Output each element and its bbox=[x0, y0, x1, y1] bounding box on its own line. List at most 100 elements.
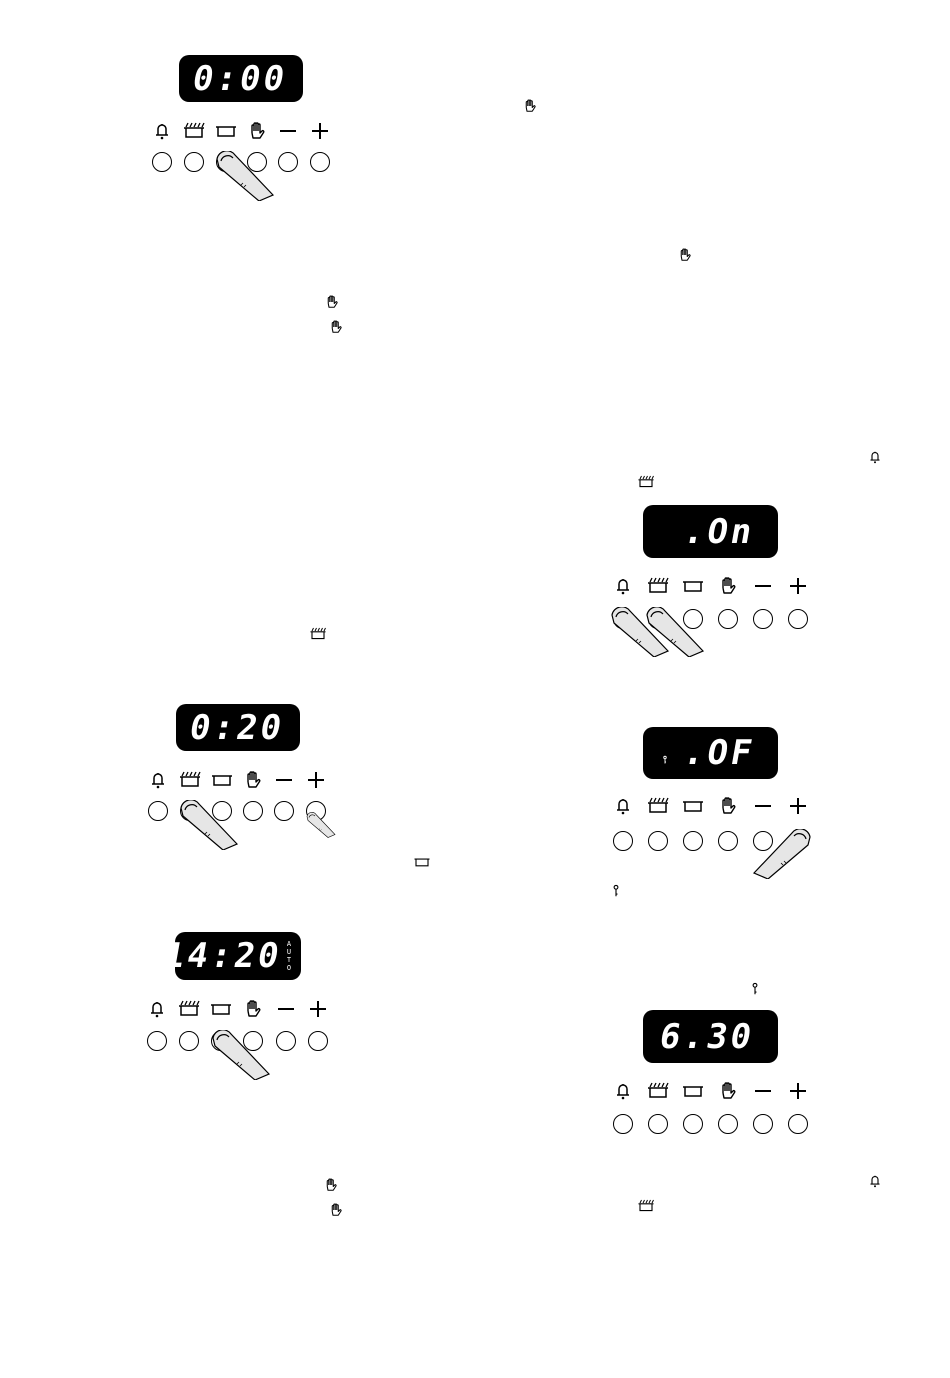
hand-icon bbox=[241, 769, 265, 791]
grill-icon bbox=[177, 998, 201, 1020]
plus-button[interactable] bbox=[306, 801, 326, 821]
plus-icon bbox=[786, 575, 810, 597]
hand-icon bbox=[327, 318, 345, 336]
grill-button[interactable] bbox=[648, 609, 668, 629]
minus-button[interactable] bbox=[276, 1031, 296, 1051]
minus-button[interactable] bbox=[274, 801, 294, 821]
hand-icon bbox=[323, 293, 341, 311]
timer-button[interactable] bbox=[148, 801, 168, 821]
bell-icon bbox=[611, 1080, 635, 1102]
plus-button[interactable] bbox=[310, 152, 330, 172]
display-readout: 14:20 bbox=[160, 936, 284, 976]
bell-icon bbox=[145, 998, 169, 1020]
grill-button[interactable] bbox=[184, 152, 204, 172]
hand-icon bbox=[322, 1176, 340, 1194]
plus-icon bbox=[786, 795, 810, 817]
pot-icon bbox=[210, 769, 234, 791]
cooking-time-button[interactable] bbox=[216, 152, 236, 172]
cooking-time-button[interactable] bbox=[212, 801, 232, 821]
hand-icon bbox=[716, 575, 740, 597]
plus-button[interactable] bbox=[788, 1114, 808, 1134]
display-screen: .On bbox=[643, 505, 778, 558]
minus-icon bbox=[274, 998, 298, 1020]
timer-button[interactable] bbox=[613, 831, 633, 851]
plus-button[interactable] bbox=[308, 1031, 328, 1051]
hand-icon bbox=[245, 120, 269, 142]
cooking-time-button[interactable] bbox=[683, 831, 703, 851]
display-readout: .On bbox=[680, 512, 757, 552]
display-readout: 0:00 bbox=[190, 59, 291, 99]
control-panel-1: 0:00 bbox=[150, 55, 340, 205]
control-panel-4: .On bbox=[610, 505, 810, 655]
timer-button[interactable] bbox=[613, 609, 633, 629]
plus-icon bbox=[308, 120, 332, 142]
manual-button[interactable] bbox=[718, 1114, 738, 1134]
plus-icon bbox=[306, 998, 330, 1020]
manual-button[interactable] bbox=[243, 801, 263, 821]
cooking-time-button[interactable] bbox=[683, 609, 703, 629]
timer-button[interactable] bbox=[613, 1114, 633, 1134]
pot-icon bbox=[214, 120, 238, 142]
pot-icon bbox=[681, 795, 705, 817]
bell-icon bbox=[150, 120, 174, 142]
key-icon bbox=[659, 753, 671, 771]
display-screen: 0:00 bbox=[179, 55, 303, 102]
grill-button[interactable] bbox=[648, 1114, 668, 1134]
display-screen: 6.30 bbox=[643, 1010, 778, 1063]
timer-button[interactable] bbox=[147, 1031, 167, 1051]
control-panel-2: 0:20 bbox=[146, 704, 346, 854]
minus-button[interactable] bbox=[753, 609, 773, 629]
display-readout: 6.30 bbox=[657, 1017, 758, 1057]
control-panel-5: .OF bbox=[610, 727, 810, 877]
grill-icon bbox=[178, 769, 202, 791]
grill-icon bbox=[182, 120, 206, 142]
pot-icon bbox=[209, 998, 233, 1020]
control-panel-6: 6.30 bbox=[610, 1010, 810, 1150]
minus-button[interactable] bbox=[753, 1114, 773, 1134]
bell-icon bbox=[866, 448, 884, 466]
plus-button[interactable] bbox=[788, 609, 808, 629]
hand-icon bbox=[521, 97, 539, 115]
display-readout: 0:20 bbox=[187, 708, 288, 748]
display-screen: 0:20 bbox=[176, 704, 300, 751]
key-icon bbox=[746, 980, 764, 998]
display-screen: .OF bbox=[643, 727, 778, 779]
minus-icon bbox=[751, 1080, 775, 1102]
bell-icon bbox=[866, 1172, 884, 1190]
grill-icon bbox=[646, 795, 670, 817]
bell-icon bbox=[146, 769, 170, 791]
minus-icon bbox=[276, 120, 300, 142]
grill-icon bbox=[646, 575, 670, 597]
manual-button[interactable] bbox=[243, 1031, 263, 1051]
minus-icon bbox=[751, 575, 775, 597]
plus-icon bbox=[304, 769, 328, 791]
grill-icon bbox=[309, 625, 327, 643]
grill-button[interactable] bbox=[179, 1031, 199, 1051]
timer-button[interactable] bbox=[152, 152, 172, 172]
minus-button[interactable] bbox=[753, 831, 773, 851]
bell-icon bbox=[611, 575, 635, 597]
minus-icon bbox=[272, 769, 296, 791]
minus-icon bbox=[751, 795, 775, 817]
hand-icon bbox=[676, 246, 694, 264]
hand-icon bbox=[716, 1080, 740, 1102]
hand-icon bbox=[327, 1201, 345, 1219]
manual-button[interactable] bbox=[718, 609, 738, 629]
grill-button[interactable] bbox=[180, 801, 200, 821]
plus-icon bbox=[786, 1080, 810, 1102]
manual-button[interactable] bbox=[247, 152, 267, 172]
cooking-time-button[interactable] bbox=[683, 1114, 703, 1134]
manual-button[interactable] bbox=[718, 831, 738, 851]
key-icon bbox=[607, 882, 625, 900]
grill-icon bbox=[646, 1080, 670, 1102]
display-readout: .OF bbox=[680, 733, 757, 773]
plus-button[interactable] bbox=[788, 831, 808, 851]
minus-button[interactable] bbox=[278, 152, 298, 172]
pot-icon bbox=[681, 575, 705, 597]
grill-button[interactable] bbox=[648, 831, 668, 851]
grill-icon bbox=[637, 473, 655, 491]
bell-icon bbox=[611, 795, 635, 817]
cooking-time-button[interactable] bbox=[211, 1031, 231, 1051]
